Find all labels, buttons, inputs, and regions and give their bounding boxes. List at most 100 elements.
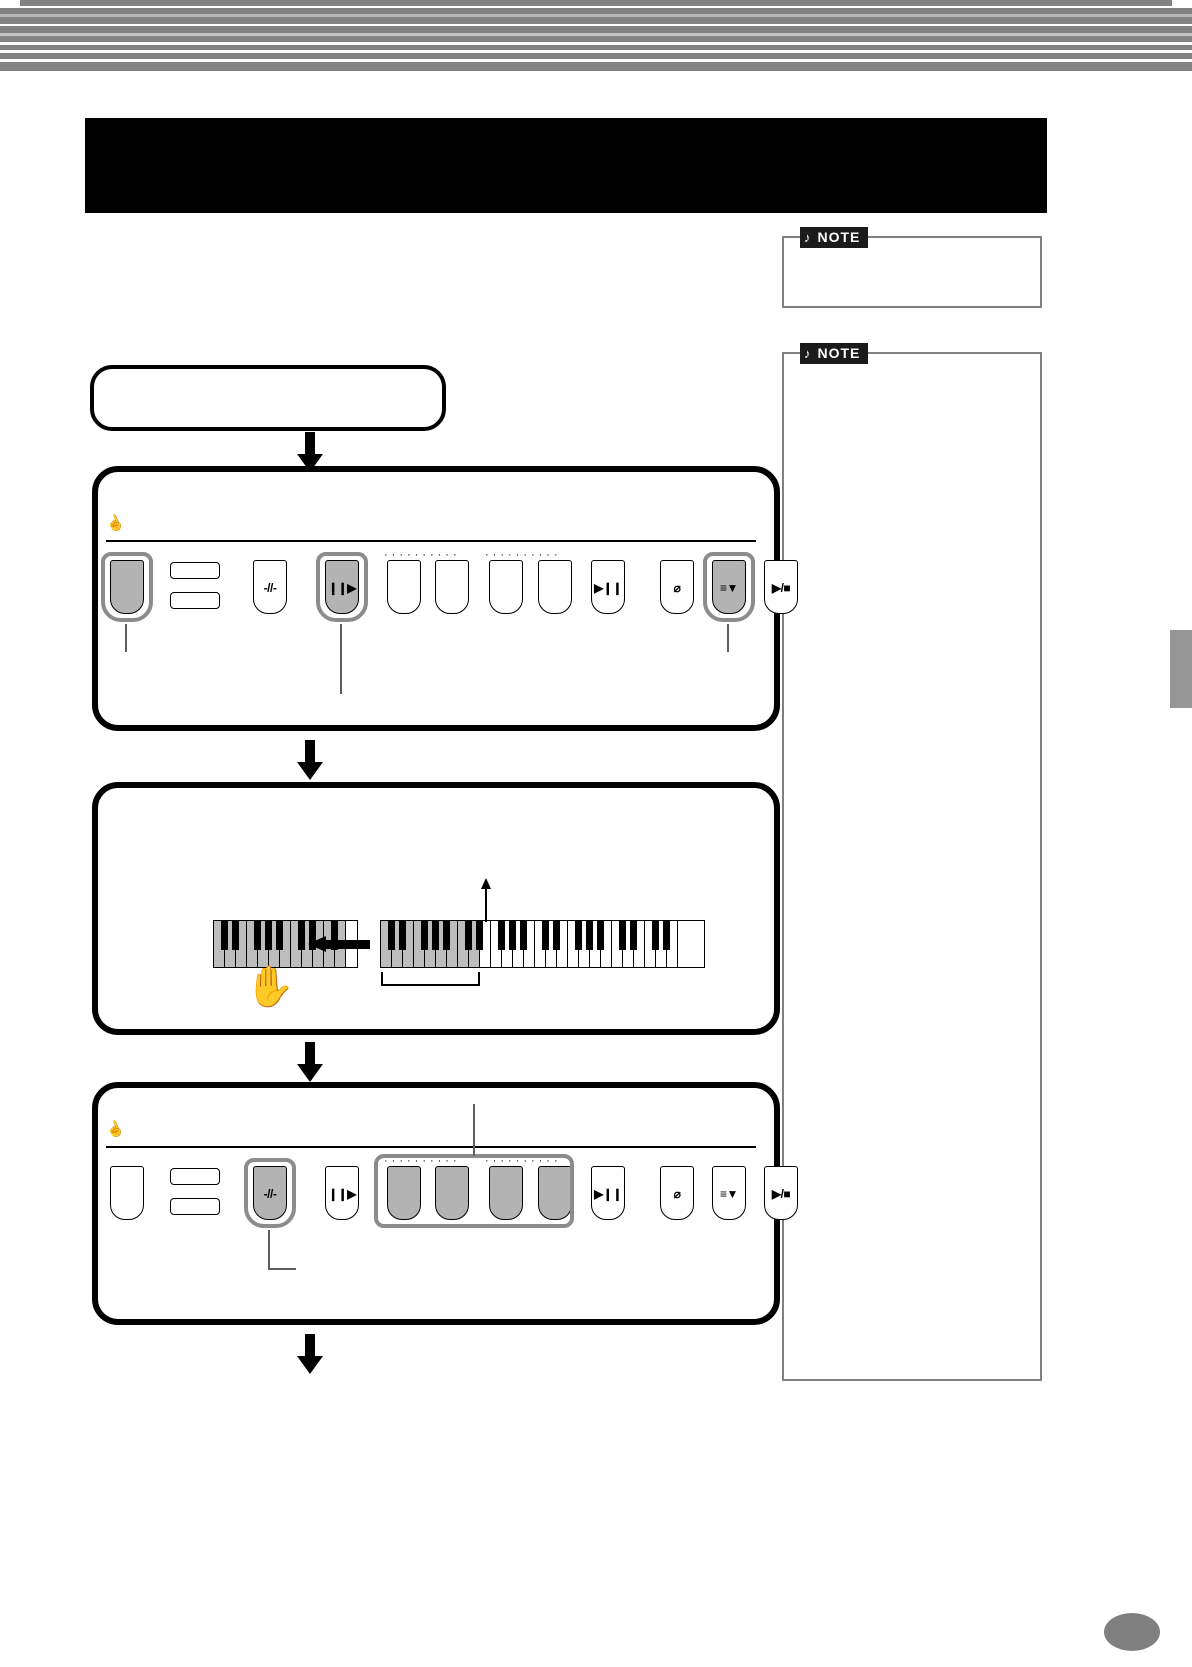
button-play-pause-icon: ▶❙❙ bbox=[594, 581, 622, 595]
hand-playing-icon: ✋ bbox=[245, 965, 295, 1009]
slider-top[interactable] bbox=[170, 562, 220, 579]
keyboard-black-key bbox=[586, 921, 593, 950]
down-arrow-icon bbox=[297, 1334, 323, 1374]
callout-leader-line bbox=[125, 624, 127, 652]
control-panel-diagram-2: ☝····················-//-❙❙▶▶❙❙⌀≡▼▶/■ bbox=[98, 1088, 798, 1319]
callout-leader-line bbox=[727, 624, 729, 652]
keyboard-white-key bbox=[214, 921, 228, 967]
button-play-stop-icon: ▶/■ bbox=[771, 581, 791, 595]
header-stripe-8 bbox=[0, 36, 1192, 42]
panel-top-rule bbox=[106, 1146, 756, 1148]
button-1[interactable] bbox=[110, 1166, 144, 1220]
button-track-1[interactable] bbox=[387, 560, 421, 614]
header-stripe-11 bbox=[0, 50, 1192, 53]
down-arrow-icon bbox=[297, 1042, 323, 1082]
keyboard-black-key bbox=[298, 921, 305, 950]
keyboard-black-key bbox=[619, 921, 626, 950]
button-cancel-icon: ⌀ bbox=[673, 1187, 681, 1201]
keyboard-black-key bbox=[309, 921, 316, 950]
keyboard-white-key bbox=[403, 921, 414, 967]
keyboard-white-key bbox=[236, 921, 247, 967]
keyboard-white-key bbox=[667, 921, 678, 967]
note-top-rule bbox=[856, 236, 1042, 238]
keyboard-black-key bbox=[399, 921, 406, 950]
button-track-4[interactable] bbox=[538, 1166, 572, 1220]
keyboard-black-key bbox=[597, 921, 604, 950]
button-skip-icon: -//- bbox=[263, 581, 277, 595]
flow-step-1 bbox=[90, 365, 446, 431]
control-panel-diagram-1: ☝····················-//-❙❙▶▶❙❙⌀≡▼▶/■ bbox=[98, 472, 798, 725]
keyboard-white-key bbox=[469, 921, 483, 967]
keyboard-black-key bbox=[509, 921, 516, 950]
button-skip[interactable]: -//- bbox=[253, 1166, 287, 1220]
panel-top-rule bbox=[106, 540, 756, 542]
hand-press-icon: ☝ bbox=[103, 511, 128, 536]
button-sync[interactable]: ≡▼ bbox=[712, 560, 746, 614]
keyboard-white-key bbox=[535, 921, 549, 967]
keyboard-white-key bbox=[513, 921, 527, 967]
button-pause-play[interactable]: ❙❙▶ bbox=[325, 560, 359, 614]
button-cancel[interactable]: ⌀ bbox=[660, 1166, 694, 1220]
button-sync[interactable]: ≡▼ bbox=[712, 1166, 746, 1220]
button-play-pause[interactable]: ▶❙❙ bbox=[591, 560, 625, 614]
keyboard-white-key bbox=[590, 921, 604, 967]
keyboard-white-key bbox=[414, 921, 428, 967]
keyboard-black-key bbox=[443, 921, 450, 950]
keyboard-white-key bbox=[291, 921, 305, 967]
music-note-icon: ♪ bbox=[804, 346, 812, 361]
range-bracket-icon bbox=[381, 972, 480, 986]
button-skip-icon: -//- bbox=[263, 1187, 277, 1201]
button-play-stop[interactable]: ▶/■ bbox=[764, 1166, 798, 1220]
button-cancel[interactable]: ⌀ bbox=[660, 560, 694, 614]
button-skip[interactable]: -//- bbox=[253, 560, 287, 614]
keyboard-white-key bbox=[579, 921, 593, 967]
keyboard-black-key bbox=[232, 921, 239, 950]
flow-step-2-panel: ☝····················-//-❙❙▶▶❙❙⌀≡▼▶/■ bbox=[92, 466, 798, 731]
slider-bottom[interactable] bbox=[170, 592, 220, 609]
header-stripe-6 bbox=[0, 26, 1192, 33]
button-pause-play[interactable]: ❙❙▶ bbox=[325, 1166, 359, 1220]
hand-press-icon: ☝ bbox=[103, 1117, 128, 1142]
button-play-stop[interactable]: ▶/■ bbox=[764, 560, 798, 614]
button-track-1[interactable] bbox=[387, 1166, 421, 1220]
keyboard-black-key bbox=[276, 921, 283, 950]
button-track-2[interactable] bbox=[435, 560, 469, 614]
button-play-pause[interactable]: ▶❙❙ bbox=[591, 1166, 625, 1220]
slider-bottom[interactable] bbox=[170, 1198, 220, 1215]
keyboard-white-key bbox=[247, 921, 261, 967]
slider-top[interactable] bbox=[170, 1168, 220, 1185]
keyboard-white-key bbox=[258, 921, 272, 967]
keyboard-white-key bbox=[491, 921, 505, 967]
button-play-pause-icon: ▶❙❙ bbox=[594, 1187, 622, 1201]
keyboard-white-key bbox=[225, 921, 239, 967]
keyboard-white-key bbox=[480, 921, 491, 967]
button-track-3[interactable] bbox=[489, 1166, 523, 1220]
flow-step-3-panel bbox=[92, 782, 780, 1035]
header-stripe-7 bbox=[0, 33, 1192, 36]
button-cancel-icon: ⌀ bbox=[673, 581, 681, 595]
keyboard-white-key bbox=[502, 921, 516, 967]
keyboard-white-key bbox=[392, 921, 406, 967]
keyboard-white-key bbox=[634, 921, 645, 967]
button-track-3[interactable] bbox=[489, 560, 523, 614]
header-stripe-5 bbox=[0, 24, 1192, 26]
section-title-bar bbox=[85, 118, 1047, 213]
note-badge-label: NOTE bbox=[815, 227, 863, 248]
led-dot-row-0: ·········· bbox=[384, 1155, 461, 1167]
header-stripe-12 bbox=[0, 53, 1192, 59]
button-pause-play-icon: ❙❙▶ bbox=[328, 1187, 356, 1201]
keyboard-white-key bbox=[612, 921, 626, 967]
button-track-4[interactable] bbox=[538, 560, 572, 614]
keyboard-white-key bbox=[601, 921, 612, 967]
button-pause-play-icon: ❙❙▶ bbox=[328, 581, 356, 595]
button-track-2[interactable] bbox=[435, 1166, 469, 1220]
note-badge: ♪ NOTE bbox=[800, 227, 869, 248]
keyboard-white-key bbox=[425, 921, 439, 967]
keyboard-black-key bbox=[476, 921, 483, 950]
button-1[interactable] bbox=[110, 560, 144, 614]
header-stripe-4 bbox=[0, 17, 1192, 24]
header-stripe-2 bbox=[0, 8, 1192, 14]
header-stripe-9 bbox=[0, 42, 1192, 45]
down-arrow-icon bbox=[297, 740, 323, 780]
